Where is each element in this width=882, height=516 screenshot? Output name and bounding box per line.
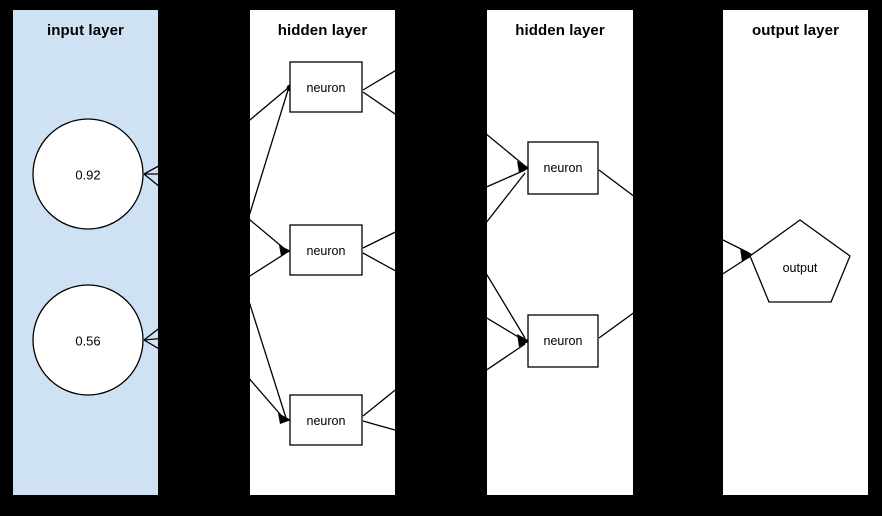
hidden-1-node-1-label: neuron <box>307 244 346 258</box>
hidden-2-node-0[interactable]: neuron <box>527 141 599 195</box>
output-nodes: output <box>749 219 851 303</box>
layer-title-hidden-2: hidden layer <box>515 22 605 39</box>
input-node-0[interactable]: 0.92 <box>32 118 144 230</box>
layer-panel-hidden-2[interactable]: hidden layer neuron neuron <box>487 10 633 495</box>
hidden-2-nodes: neuron neuron <box>527 141 599 368</box>
output-node-0-label: output <box>783 261 818 275</box>
layer-title-output: output layer <box>751 22 840 39</box>
input-node-0-label: 0.92 <box>75 168 100 183</box>
input-nodes: 0.92 0.56 <box>32 118 144 396</box>
hidden-2-node-1-label: neuron <box>544 334 583 348</box>
hidden-2-node-0-label: neuron <box>544 161 583 175</box>
hidden-1-node-0[interactable]: neuron <box>289 61 363 113</box>
hidden-1-node-0-label: neuron <box>307 81 346 95</box>
layer-panel-input[interactable]: input layer 0.92 0.56 <box>13 10 158 495</box>
layer-title-hidden-1: hidden layer <box>277 22 368 39</box>
layer-panel-output[interactable]: output layer output <box>723 10 868 495</box>
output-node-0[interactable]: output <box>749 219 851 303</box>
layer-panel-hidden-1[interactable]: hidden layer <box>250 10 395 495</box>
input-node-1[interactable]: 0.56 <box>32 284 144 396</box>
hidden-1-nodes: neuron neuron neuron <box>289 61 363 446</box>
input-node-1-label: 0.56 <box>75 334 100 349</box>
hidden-1-node-2-label: neuron <box>307 414 346 428</box>
hidden-2-node-1[interactable]: neuron <box>527 314 599 368</box>
layer-title-input: input layer <box>47 22 124 39</box>
hidden-1-node-1[interactable]: neuron <box>289 224 363 276</box>
hidden-1-node-2[interactable]: neuron <box>289 394 363 446</box>
